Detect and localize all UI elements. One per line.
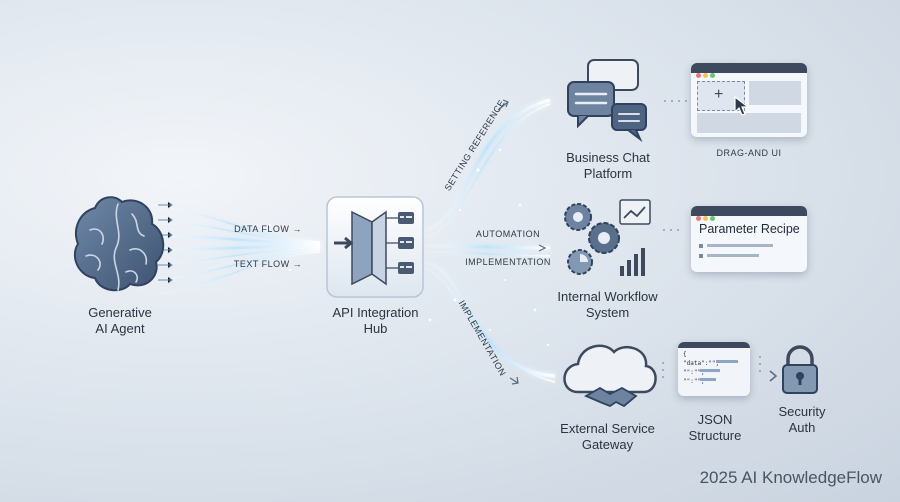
json-structure-label: JSON Structure — [688, 412, 742, 443]
text-flow-label: TEXT FLOW → — [233, 259, 303, 269]
cloud-handshake-icon — [563, 344, 657, 408]
window-controls — [696, 208, 717, 226]
text-line — [707, 254, 759, 257]
automation-label: AUTOMATION — [475, 229, 541, 239]
input-arrow-ticks — [158, 201, 173, 284]
gateway-label: External Service Gateway — [560, 421, 655, 452]
window-titlebar — [691, 63, 807, 78]
gears-icon — [564, 203, 620, 275]
json-line: "":"", — [683, 369, 705, 376]
ui-panel — [697, 113, 801, 133]
lock-icon — [782, 345, 818, 394]
parameter-recipe-window: Parameter Recipe — [691, 206, 807, 272]
json-to-auth-arrow — [752, 370, 778, 382]
bullet — [699, 254, 703, 258]
footer-credit: 2025 AI KnowledgeFlow — [699, 468, 882, 487]
agent-label: Generative AI Agent — [88, 305, 152, 336]
window-titlebar — [691, 206, 807, 221]
workflow-system-label: Internal Workflow System — [557, 289, 658, 320]
chat-bubbles-icon — [567, 59, 647, 143]
api-hub-icon — [326, 196, 424, 298]
implementation-mid-label: IMPLEMENTATION — [465, 257, 551, 267]
parameter-recipe-title: Parameter Recipe — [699, 222, 800, 236]
sparkle-particles — [268, 148, 550, 347]
data-flow-label: DATA FLOW → — [234, 224, 302, 234]
chat-platform-label: Business Chat Platform — [566, 150, 650, 181]
cursor-icon — [734, 95, 750, 116]
drag-ui-caption: DRAG-AND UI — [716, 148, 782, 158]
line-chart-icon — [619, 199, 651, 225]
security-auth-label: Security Auth — [778, 404, 826, 435]
agent-to-hub-streams — [149, 204, 321, 296]
dotted-connectors — [662, 100, 761, 378]
hub-label: API Integration Hub — [332, 305, 419, 336]
text-line — [700, 369, 720, 372]
bullet — [699, 244, 703, 248]
json-line: "":"", — [683, 378, 705, 385]
ui-panel — [749, 81, 801, 105]
window-titlebar — [678, 342, 750, 348]
text-line — [700, 378, 716, 381]
text-line — [707, 244, 773, 247]
flow-arrowheads — [497, 99, 547, 385]
bar-chart-icon — [620, 248, 645, 276]
json-window: { "data":"", "":"", "":"", — [678, 342, 750, 396]
json-line: "data":"", — [683, 360, 720, 367]
plus-icon: + — [714, 86, 724, 103]
drag-ui-window: + — [691, 63, 807, 137]
json-snippet: { "data":"", "":"", "":"", — [683, 350, 719, 386]
text-line — [716, 360, 738, 363]
window-controls — [696, 65, 717, 83]
brain-icon — [73, 196, 165, 292]
hub-output-streams — [424, 98, 556, 383]
json-line: { — [683, 351, 687, 358]
